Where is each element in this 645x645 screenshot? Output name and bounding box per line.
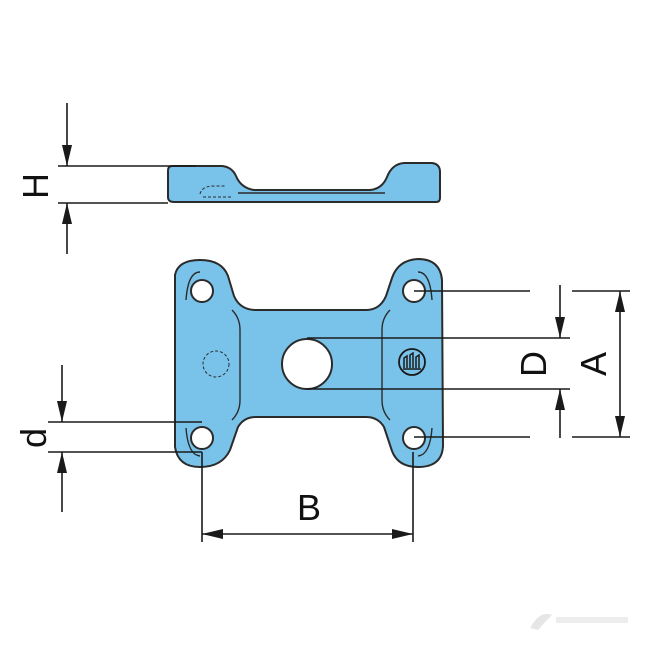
side-view <box>167 162 441 203</box>
right-inner-rim <box>417 271 433 457</box>
A-arrow-top <box>615 291 625 312</box>
dimension-d-large: D <box>307 285 570 438</box>
bolt-hole-top-left <box>190 279 214 303</box>
right-flange-edge <box>381 309 391 421</box>
d-arrow-top <box>57 401 67 422</box>
bolt-hole-bottom-left <box>190 426 214 450</box>
dimension-d-small: d <box>13 365 202 512</box>
h-arrow-top <box>62 145 72 166</box>
A-arrow-bottom <box>615 416 625 437</box>
left-flange-edge <box>231 309 241 421</box>
D-label: D <box>513 351 554 377</box>
brand-logo-icon <box>398 348 426 376</box>
B-label: B <box>297 487 321 528</box>
top-view <box>174 258 444 468</box>
D-arrow-top <box>555 317 565 338</box>
d-arrow-bottom <box>57 452 67 473</box>
D-arrow-bottom <box>555 389 565 410</box>
dimension-a: A <box>414 290 630 438</box>
side-view-hidden-edge <box>199 185 232 198</box>
bolt-hole-bottom-right <box>402 426 426 450</box>
dimension-b: B <box>201 452 414 542</box>
center-hole <box>281 338 333 390</box>
h-label: H <box>15 173 56 199</box>
B-arrow-right <box>392 529 413 539</box>
watermark-logo <box>530 613 628 630</box>
d-label: d <box>13 428 54 448</box>
dimension-h: H <box>15 103 196 254</box>
hidden-boss-circle <box>202 350 230 378</box>
h-arrow-bottom <box>62 203 72 224</box>
A-label: A <box>573 352 614 376</box>
side-view-plate <box>167 162 441 203</box>
B-arrow-left <box>202 529 223 539</box>
left-inner-rim <box>185 271 201 457</box>
